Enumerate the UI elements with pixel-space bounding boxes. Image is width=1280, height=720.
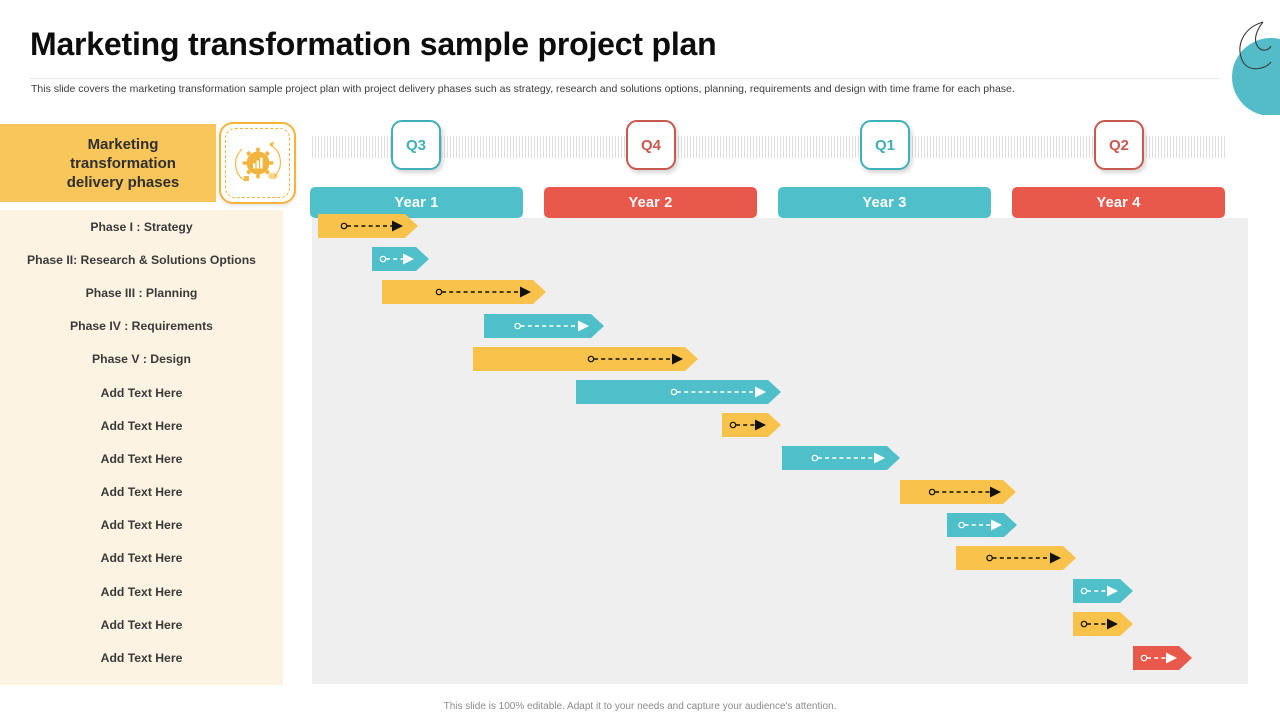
phase-row[interactable]: Add Text Here [100, 451, 183, 466]
gantt-bar[interactable] [956, 546, 1076, 570]
gear-chart-icon [234, 141, 281, 182]
phase-row[interactable]: Add Text Here [100, 385, 183, 400]
page-subtitle: This slide covers the marketing transfor… [31, 83, 1015, 95]
gantt-bar[interactable] [473, 346, 698, 371]
sidebar-heading-line-1: Marketing [87, 135, 159, 153]
year-bar-year-4[interactable]: Year 4 [1012, 187, 1225, 218]
quarter-badge-q4[interactable]: Q4 [626, 120, 676, 170]
phase-row[interactable]: Phase I : Strategy [90, 219, 193, 234]
phase-row[interactable]: Add Text Here [100, 651, 183, 666]
phase-row[interactable]: Add Text Here [100, 584, 183, 599]
gantt-bar[interactable] [947, 512, 1017, 537]
gantt-bar[interactable] [1073, 612, 1133, 637]
sidebar-heading-text: Marketing transformation delivery phases [38, 135, 216, 192]
gantt-bar[interactable] [1133, 645, 1192, 670]
phase-row[interactable]: Phase II: Research & Solutions Options [27, 252, 256, 267]
phase-row[interactable]: Phase IV : Requirements [70, 319, 213, 334]
year-bar-year-2[interactable]: Year 2 [544, 187, 757, 218]
page-title: Marketing transformation sample project … [30, 26, 717, 62]
phase-row[interactable]: Add Text Here [100, 518, 183, 533]
phase-row[interactable]: Add Text Here [100, 418, 183, 433]
gantt-bar[interactable] [318, 214, 418, 238]
deco-circle [1232, 38, 1280, 115]
gantt-bar[interactable] [722, 413, 781, 438]
gantt-bar[interactable] [576, 380, 781, 404]
sidebar-heading-bar: Marketing transformation delivery phases [0, 124, 216, 202]
sidebar-heading-line-2: transformation [70, 154, 176, 172]
phase-row[interactable]: Phase V : Design [92, 352, 191, 367]
gantt-bar[interactable] [382, 280, 546, 305]
sidebar-heading-line-3: delivery phases [66, 173, 180, 191]
footer-note: This slide is 100% editable. Adapt it to… [443, 701, 837, 712]
quarter-badge-q2[interactable]: Q2 [1094, 120, 1144, 170]
timeline-ruler [312, 136, 1225, 158]
quarter-badge-q3[interactable]: Q3 [391, 120, 441, 170]
year-bar-year-1[interactable]: Year 1 [310, 187, 523, 218]
deco-arc-icon [1239, 21, 1272, 70]
phase-row[interactable]: Add Text Here [100, 551, 183, 566]
year-bar-year-3[interactable]: Year 3 [778, 187, 991, 218]
gantt-bar[interactable] [372, 247, 429, 272]
gantt-bar[interactable] [1073, 579, 1133, 604]
gear-chart-badge [219, 122, 296, 204]
badge-dashed-border [225, 128, 290, 198]
header-divider [30, 78, 1220, 79]
phase-row[interactable]: Phase III : Planning [85, 285, 198, 300]
phase-row[interactable]: Add Text Here [100, 617, 183, 632]
quarter-badge-q1[interactable]: Q1 [860, 120, 910, 170]
corner-decoration [1210, 0, 1280, 115]
gantt-bar[interactable] [782, 446, 900, 471]
gantt-bar[interactable] [484, 313, 604, 338]
gantt-bar[interactable] [900, 479, 1016, 504]
phase-row[interactable]: Add Text Here [100, 485, 183, 500]
gantt-chart [312, 214, 1248, 684]
